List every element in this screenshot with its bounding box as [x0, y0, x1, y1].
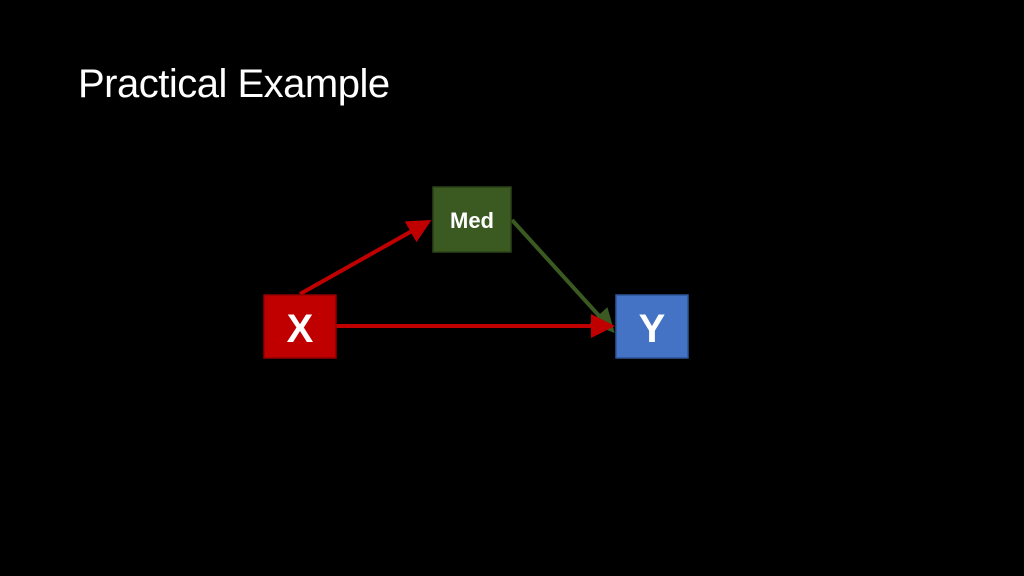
node-y: Y: [615, 294, 689, 359]
edge-x-to-med: [299, 220, 432, 296]
node-x: X: [263, 294, 337, 359]
node-x-box: [263, 294, 337, 359]
node-med-box: [432, 186, 512, 253]
edge-med-to-y: [510, 218, 615, 333]
node-y-label: Y: [639, 307, 666, 351]
node-med-label: Med: [450, 208, 494, 233]
node-x-label: X: [287, 307, 314, 351]
node-y-box: [615, 294, 689, 359]
node-med: Med: [432, 186, 512, 253]
slide-title: Practical Example: [78, 62, 390, 106]
